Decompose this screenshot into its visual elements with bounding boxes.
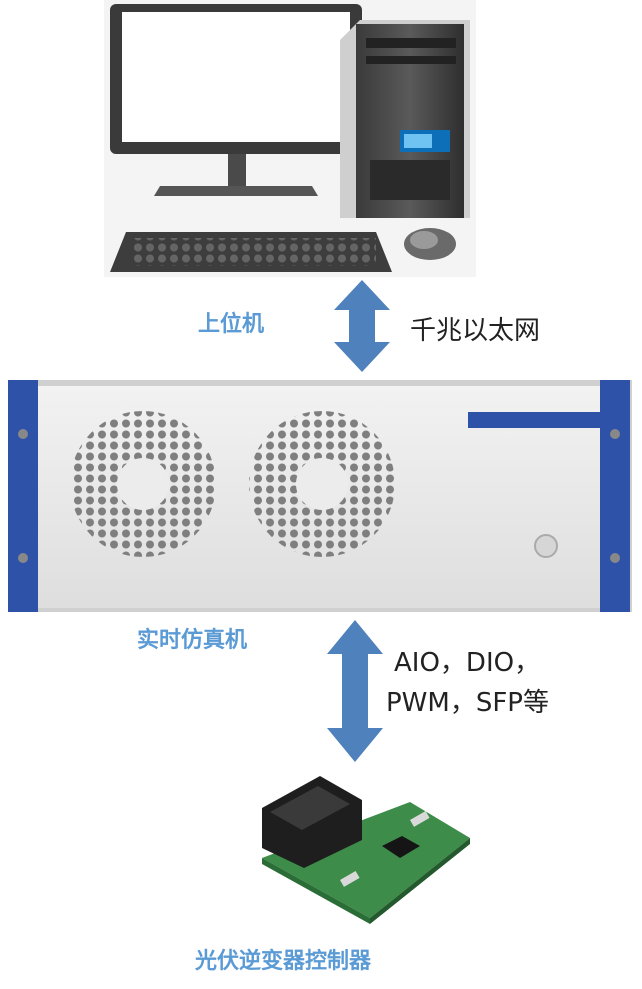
host-pc-image [104, 0, 476, 277]
fan-grille-left-icon [70, 411, 216, 557]
fan-grille-right-icon [249, 411, 395, 557]
connector-icon [262, 776, 362, 868]
controller-label: 光伏逆变器控制器 [195, 949, 372, 974]
arrow-simulator-controller [327, 620, 383, 762]
host-label: 上位机 [198, 312, 265, 337]
keyboard-icon [110, 232, 392, 272]
simulator-label: 实时仿真机 [137, 628, 248, 653]
rack-rail-left [8, 380, 38, 612]
io-link-label-line1: AIO，DIO， [394, 648, 541, 678]
rack-rail-right [600, 380, 630, 612]
arrow-host-simulator [334, 280, 390, 372]
mouse-icon [404, 228, 456, 260]
computer-tower-icon [340, 20, 470, 218]
monitor-icon [110, 4, 362, 196]
simulator-rack-image [8, 380, 632, 612]
chip-icon [382, 836, 420, 858]
controller-board-image [262, 776, 470, 924]
ethernet-link-label: 千兆以太网 [410, 316, 541, 346]
io-link-label-line2: PWM，SFP等 [386, 688, 549, 718]
